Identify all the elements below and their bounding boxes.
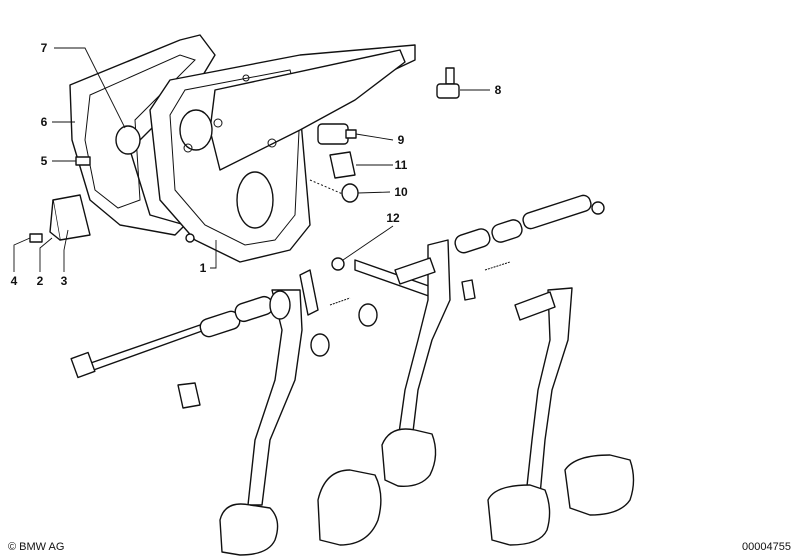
screw-4 xyxy=(29,233,43,243)
diagram-number: 00004755 xyxy=(742,541,791,553)
clutch-pedal-pad xyxy=(317,469,382,546)
bracket-2 xyxy=(49,199,61,241)
clip xyxy=(461,279,476,301)
nut-12 xyxy=(331,257,345,271)
switch-9 xyxy=(317,123,357,145)
clip xyxy=(177,382,201,409)
bolt-5 xyxy=(75,156,91,166)
clutch-pedal xyxy=(219,289,303,556)
rivet xyxy=(185,233,195,243)
bushing xyxy=(310,333,330,357)
part-label-11: 11 xyxy=(394,158,408,172)
part-label-1: 1 xyxy=(199,261,207,275)
spring-clutch xyxy=(329,297,351,306)
part-label-10: 10 xyxy=(394,185,408,199)
bushing xyxy=(358,303,378,327)
leader-lines xyxy=(13,47,490,272)
brake-pedal xyxy=(381,239,451,487)
part-label-5: 5 xyxy=(40,154,48,168)
part-label-4: 4 xyxy=(10,274,18,288)
part-label-9: 9 xyxy=(397,133,405,147)
pedal-bracket xyxy=(149,44,416,263)
part-label-7: 7 xyxy=(40,41,48,55)
spring-brake xyxy=(484,261,511,271)
bolt-8 xyxy=(436,67,460,99)
clip-nut-11 xyxy=(329,151,356,179)
part-label-6: 6 xyxy=(40,115,48,129)
spring xyxy=(299,269,319,316)
grommet xyxy=(115,125,141,155)
copyright: © BMW AG xyxy=(8,541,65,553)
spring-bolt-10 xyxy=(309,179,359,203)
part-label-12: 12 xyxy=(386,211,400,225)
part-label-8: 8 xyxy=(494,83,502,97)
plate-3 xyxy=(52,194,91,241)
third-pedal xyxy=(487,287,573,546)
part-label-2: 2 xyxy=(36,274,44,288)
brake-pedal-pad xyxy=(564,454,635,516)
part-label-3: 3 xyxy=(60,274,68,288)
pivot-shaft xyxy=(70,194,605,379)
